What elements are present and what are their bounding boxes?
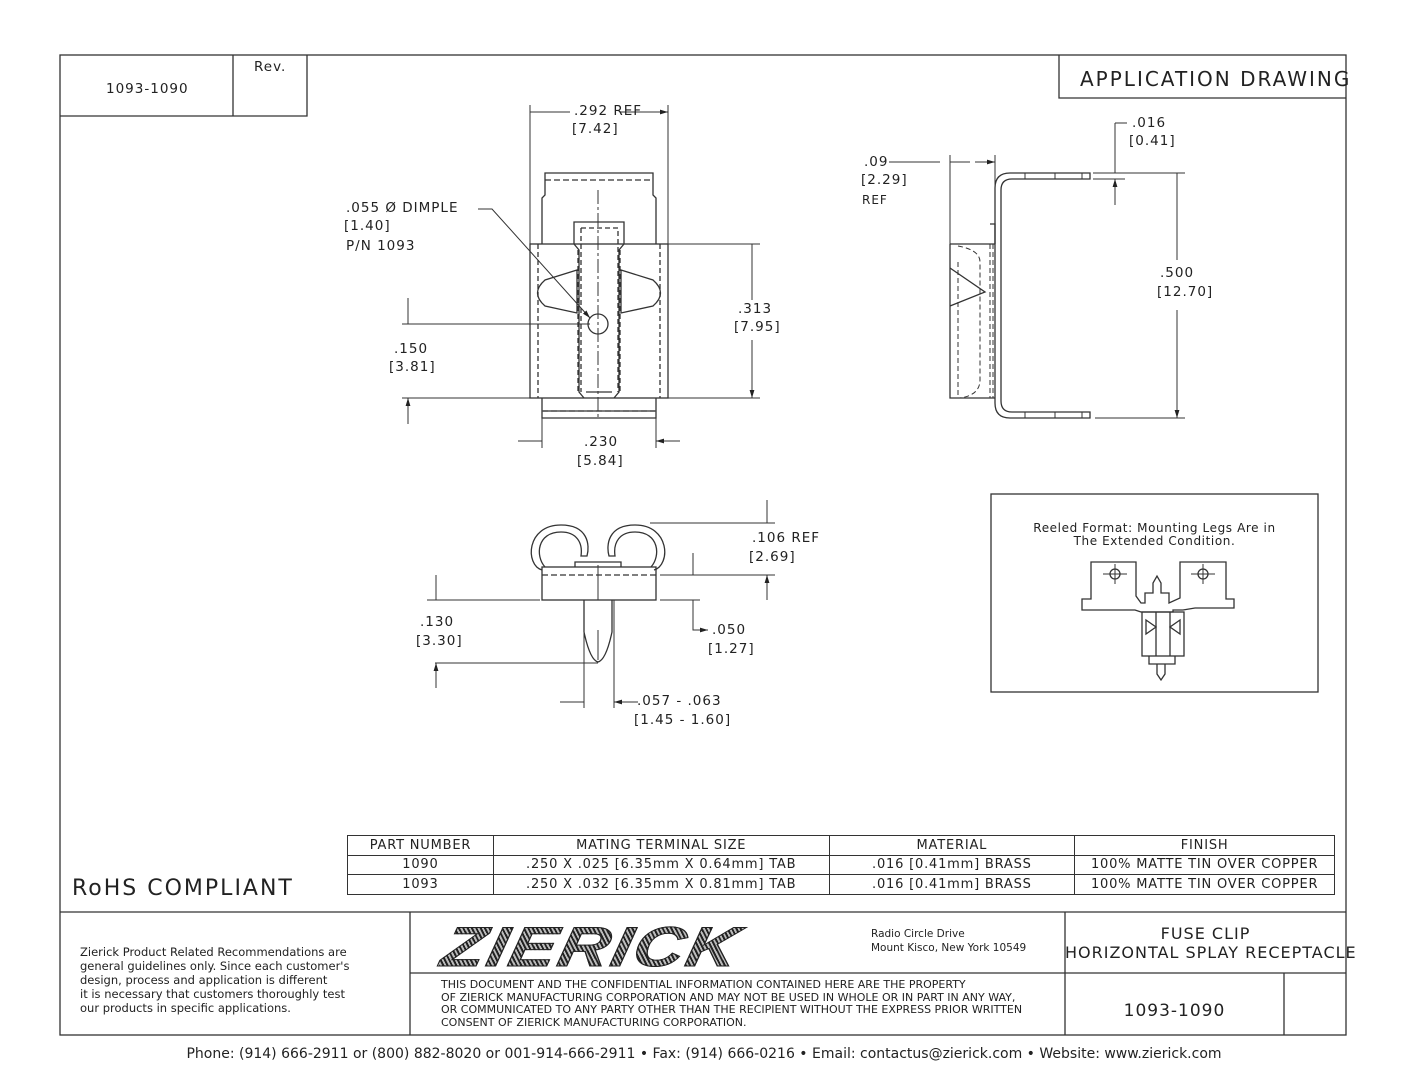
confidential-notice: THIS DOCUMENT AND THE CONFIDENTIAL INFOR…	[441, 978, 1023, 1030]
cell-part-number: 1093	[347, 874, 494, 895]
dim-step-mm: [1.27]	[708, 641, 755, 657]
footer-contact: Phone: (914) 666-2911 or (800) 882-8020 …	[186, 1046, 1222, 1062]
dim-dimple-mm: [1.40]	[344, 218, 391, 234]
dim-hook-height-mm: [2.69]	[749, 549, 796, 565]
disclaimer-text: Zierick Product Related Recommendations …	[80, 945, 350, 1015]
dim-step: .050	[712, 622, 747, 638]
address-line2: Mount Kisco, New York 10549	[871, 942, 1027, 954]
cell-material: .016 [0.41mm] BRASS	[828, 854, 1076, 875]
dim-offset-ref: REF	[862, 193, 888, 207]
dim-dimple: .055 Ø DIMPLE	[346, 200, 459, 216]
dim-body-height: .313	[738, 301, 773, 317]
rev-label: Rev.	[254, 59, 287, 75]
header-finish: FINISH	[1074, 835, 1335, 856]
cell-finish: 100% MATTE TIN OVER COPPER	[1074, 854, 1335, 875]
cell-material: .016 [0.41mm] BRASS	[828, 874, 1076, 895]
cell-finish: 100% MATTE TIN OVER COPPER	[1074, 874, 1335, 895]
product-title-line2: HORIZONTAL SPLAY RECEPTACLE	[1065, 943, 1357, 962]
reeled-note-line2: The Extended Condition.	[1073, 534, 1236, 548]
drawing-type-title: APPLICATION DRAWING	[1080, 67, 1352, 91]
header-part-number: PART NUMBER	[347, 835, 494, 856]
doc-number: 1093-1090	[106, 81, 189, 97]
cell-part-number: 1090	[347, 854, 494, 875]
end-view-drawing	[427, 500, 775, 708]
dim-height: .500	[1160, 265, 1195, 281]
dim-leg-width: .057 - .063	[637, 693, 722, 709]
dim-thickness: .016	[1132, 115, 1167, 131]
dim-leg-length: .130	[420, 614, 455, 630]
cell-mating-terminal: .250 X .025 [6.35mm X 0.64mm] TAB	[492, 854, 830, 875]
rohs-compliant: RoHS COMPLIANT	[72, 876, 294, 901]
side-view-drawing	[889, 122, 1185, 418]
dim-height-mm: [12.70]	[1157, 284, 1214, 300]
dim-leg-length-mm: [3.30]	[416, 633, 463, 649]
cell-mating-terminal: .250 X .032 [6.35mm X 0.81mm] TAB	[492, 874, 830, 895]
dim-base-width-mm: [5.84]	[577, 453, 624, 469]
table-row: 1093 .250 X .032 [6.35mm X 0.81mm] TAB .…	[347, 874, 1335, 895]
address-line1: Radio Circle Drive	[871, 928, 965, 940]
dim-offset: .09	[864, 154, 889, 170]
dim-dimple-height: .150	[394, 341, 429, 357]
product-title-line1: FUSE CLIP	[1160, 924, 1251, 943]
header-material: MATERIAL	[828, 835, 1076, 856]
dim-body-height-mm: [7.95]	[734, 319, 781, 335]
reeled-format-drawing	[990, 493, 1319, 693]
dim-width-ref: .292 REF	[574, 103, 643, 119]
table-row: 1090 .250 X .025 [6.35mm X 0.64mm] TAB .…	[347, 854, 1335, 875]
dim-dimple-height-mm: [3.81]	[389, 359, 436, 375]
drawing-number: 1093-1090	[1123, 1001, 1226, 1021]
dim-base-width: .230	[584, 434, 619, 450]
dim-offset-mm: [2.29]	[861, 172, 908, 188]
table-header-row: PART NUMBER MATING TERMINAL SIZE MATERIA…	[347, 835, 1335, 856]
border-frame	[59, 54, 1347, 1036]
zierick-logo: ZIERICK	[436, 914, 748, 978]
parts-table: PART NUMBER MATING TERMINAL SIZE MATERIA…	[347, 835, 1335, 895]
dim-hook-height: .106 REF	[752, 530, 821, 546]
dim-dimple-pn: P/N 1093	[346, 238, 416, 254]
dim-thickness-mm: [0.41]	[1129, 133, 1176, 149]
front-view-drawing	[402, 105, 760, 448]
dim-width-ref-mm: [7.42]	[572, 121, 619, 137]
reeled-note-line1: Reeled Format: Mounting Legs Are in	[1033, 521, 1276, 535]
header-mating-terminal: MATING TERMINAL SIZE	[492, 835, 830, 856]
dim-leg-width-mm: [1.45 - 1.60]	[634, 712, 732, 728]
